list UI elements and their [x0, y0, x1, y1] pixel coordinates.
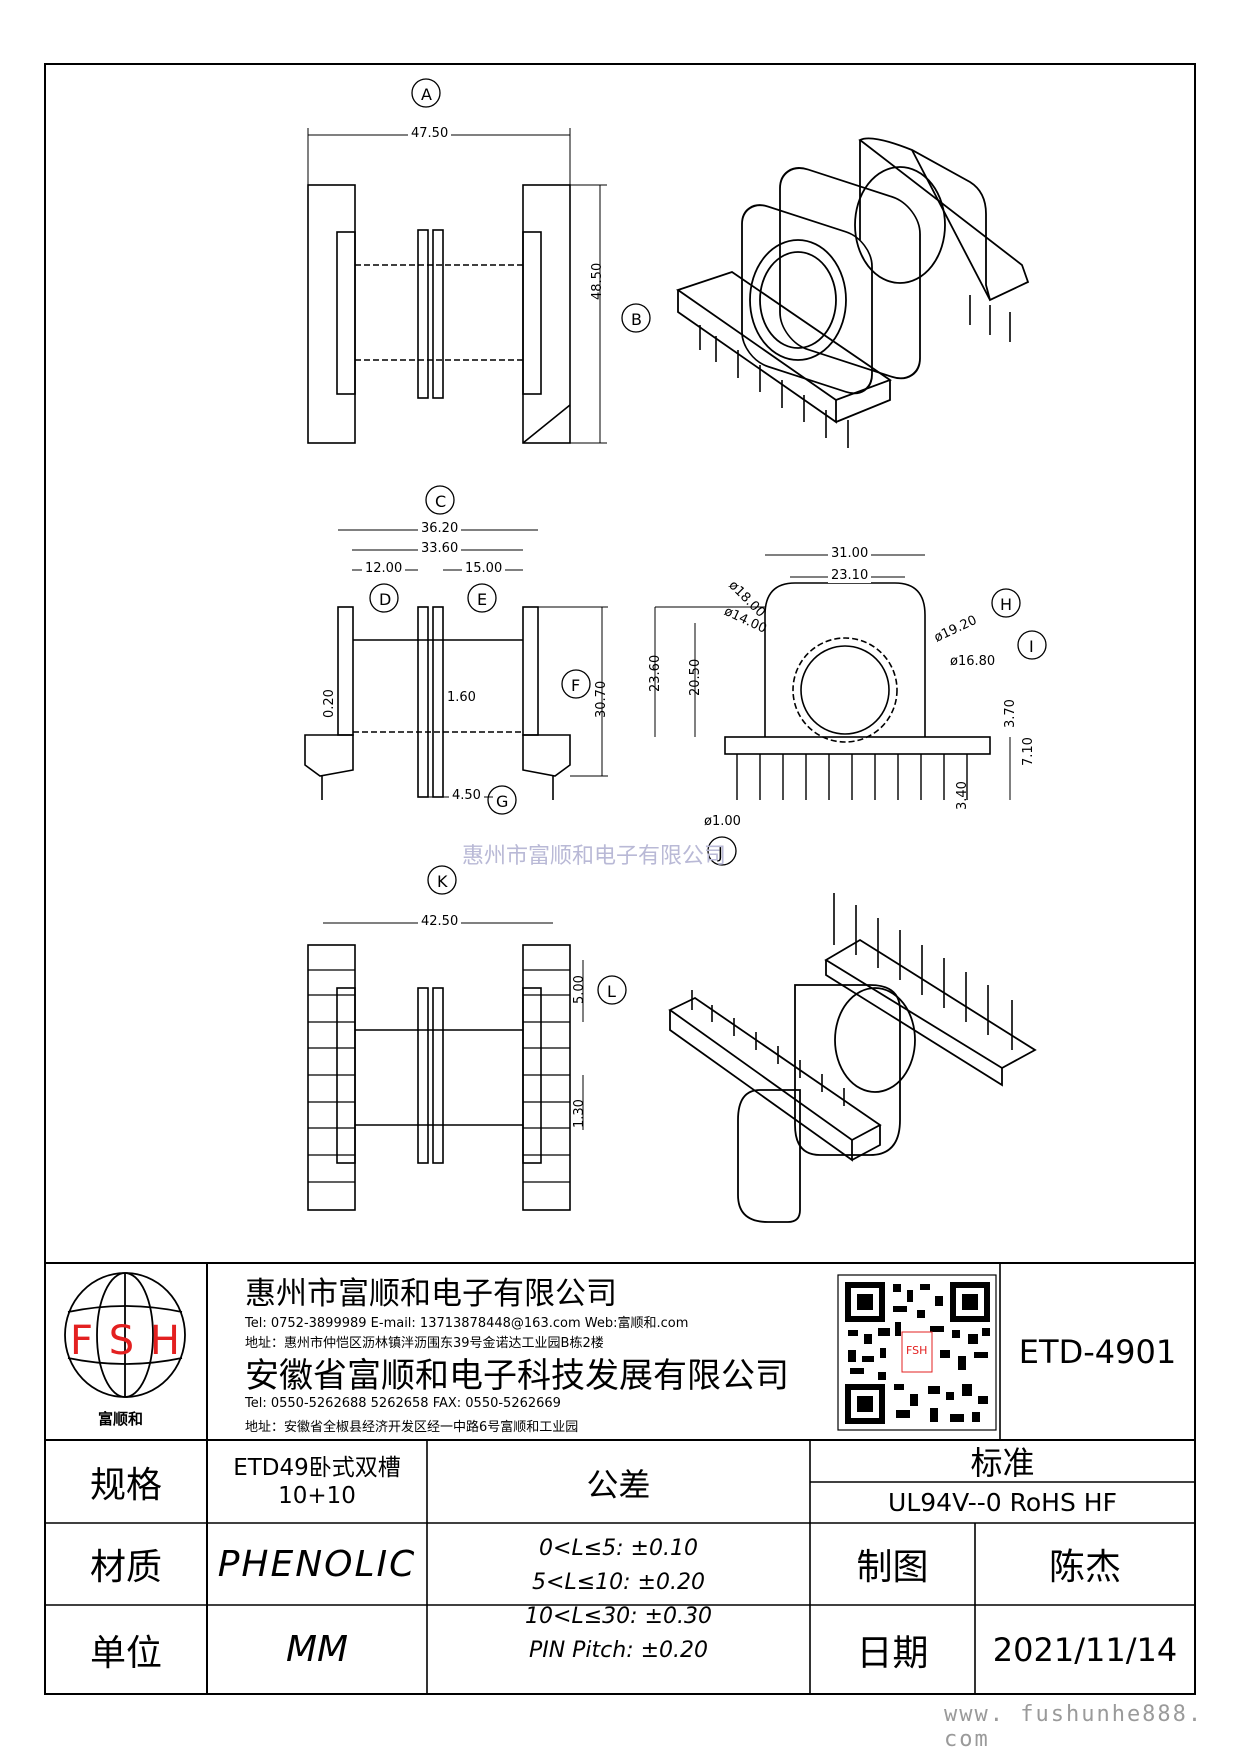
date-label: 日期: [856, 1632, 929, 1674]
unit-value: MM: [285, 1629, 349, 1670]
dim-c-inner: 33.60: [418, 541, 462, 556]
company2-address: 地址：安徽省全椒县经济开发区经一中路6号富顺和工业园: [245, 1420, 579, 1435]
dim-l-pitch: 5.00: [572, 975, 587, 1004]
dim-e-slot: 15.00: [462, 561, 506, 576]
view-label-l: L: [607, 982, 616, 1001]
dim-flange: 1.60: [447, 690, 476, 705]
drawn-value: 陈杰: [1048, 1547, 1121, 1588]
dim-h3-4: 3.40: [955, 781, 970, 810]
tolerance-list: 0<L≤5: ±0.10 5<L≤10: ±0.20 10<L≤30: ±0.3…: [427, 1536, 810, 1672]
material-value: PHENOLIC: [217, 1543, 417, 1585]
tolerance-3: 10<L≤30: ±0.30: [525, 1604, 712, 1629]
dim-h3-7: 3.70: [1003, 699, 1018, 728]
dim-pin: ø1.00: [704, 814, 741, 829]
material-label: 材质: [89, 1547, 162, 1588]
logo-caption: 富顺和: [98, 1410, 144, 1428]
view-label-d: D: [379, 590, 392, 609]
tolerance-2: 5<L≤10: ±0.20: [532, 1570, 705, 1595]
spec-value: ETD49卧式双槽 10+10: [207, 1440, 427, 1523]
view-end: [654, 554, 1011, 800]
view-label-i: I: [1029, 637, 1034, 656]
company2-name: 安徽省富顺和电子科技发展有限公司: [245, 1356, 789, 1396]
view-label-b: B: [631, 310, 642, 329]
qr-caption: FSH: [906, 1344, 928, 1357]
view-label-k: K: [437, 872, 448, 891]
dim-gap: 0.20: [322, 689, 337, 718]
spec-label: 规格: [89, 1464, 162, 1506]
drawn-label: 制图: [856, 1547, 929, 1588]
logo-letter-s: S: [108, 1318, 135, 1364]
dim-g-pitch: 4.50: [449, 788, 484, 803]
watermark-url: www. fushunhe888. com: [944, 1702, 1204, 1752]
view-label-g: G: [496, 792, 509, 811]
unit-label: 单位: [89, 1632, 162, 1674]
tolerance-1: 0<L≤5: ±0.10: [539, 1536, 698, 1561]
dim-a-width: 47.50: [408, 126, 452, 141]
qr-code: [845, 1282, 990, 1424]
view-c-front: [304, 529, 608, 800]
watermark-company: 惠州市富顺和电子有限公司: [462, 844, 727, 869]
logo-letter-f: F: [70, 1318, 94, 1364]
part-number: ETD-4901: [1018, 1332, 1177, 1371]
logo-letter-h: H: [149, 1318, 180, 1364]
view-k-bottom: [307, 922, 584, 1211]
company2-contact: Tel: 0550-5262688 5262658 FAX: 0550-5262…: [245, 1396, 561, 1411]
isometric-view-1: [676, 137, 1030, 448]
view-label-j: J: [718, 843, 723, 862]
sheet-frame: [44, 63, 1196, 1695]
logo-letters: F S H: [70, 1318, 180, 1364]
dim-h7-1: 7.10: [1021, 737, 1036, 766]
dim-c-width: 36.20: [418, 521, 462, 536]
view-label-h: H: [1000, 595, 1013, 614]
dim-l-small: 1.30: [572, 1099, 587, 1128]
company1-address: 地址：惠州市仲恺区沥林镇泮沥围东39号金诺达工业园B栋2楼: [245, 1336, 604, 1351]
qr-code-frame: [837, 1274, 997, 1431]
view-label-c: C: [435, 492, 447, 511]
view-a-top: [307, 128, 607, 444]
spec-line-2: 10+10: [278, 1482, 356, 1509]
standard-label: 标准: [970, 1444, 1035, 1482]
spec-line-1: ETD49卧式双槽: [233, 1454, 401, 1481]
dim-d16: ø16.80: [950, 654, 996, 669]
view-label-a: A: [421, 85, 432, 104]
dim-w23: 23.10: [828, 568, 872, 583]
company1-name: 惠州市富顺和电子有限公司: [245, 1276, 617, 1312]
dim-w31: 31.00: [828, 546, 872, 561]
view-label-f: F: [571, 676, 581, 695]
dim-b-height: 48.50: [590, 262, 605, 300]
dim-f-height: 30.70: [594, 680, 609, 718]
dim-k-width: 42.50: [418, 914, 462, 929]
company1-contact: Tel: 0752-3899989 E-mail: 13713878448@16…: [245, 1316, 689, 1331]
standard-value: UL94V--0 RoHS HF: [888, 1488, 1117, 1517]
date-value: 2021/11/14: [992, 1630, 1178, 1669]
dim-h20: 20.50: [688, 658, 703, 696]
tolerance-label: 公差: [586, 1466, 651, 1504]
dim-h23: 23.60: [648, 654, 663, 692]
fsh-logo-globe: [64, 1272, 186, 1398]
view-label-e: E: [477, 590, 488, 609]
dim-d-slot: 12.00: [362, 561, 406, 576]
tolerance-4: PIN Pitch: ±0.20: [528, 1638, 709, 1663]
isometric-view-2: [668, 893, 1037, 1223]
